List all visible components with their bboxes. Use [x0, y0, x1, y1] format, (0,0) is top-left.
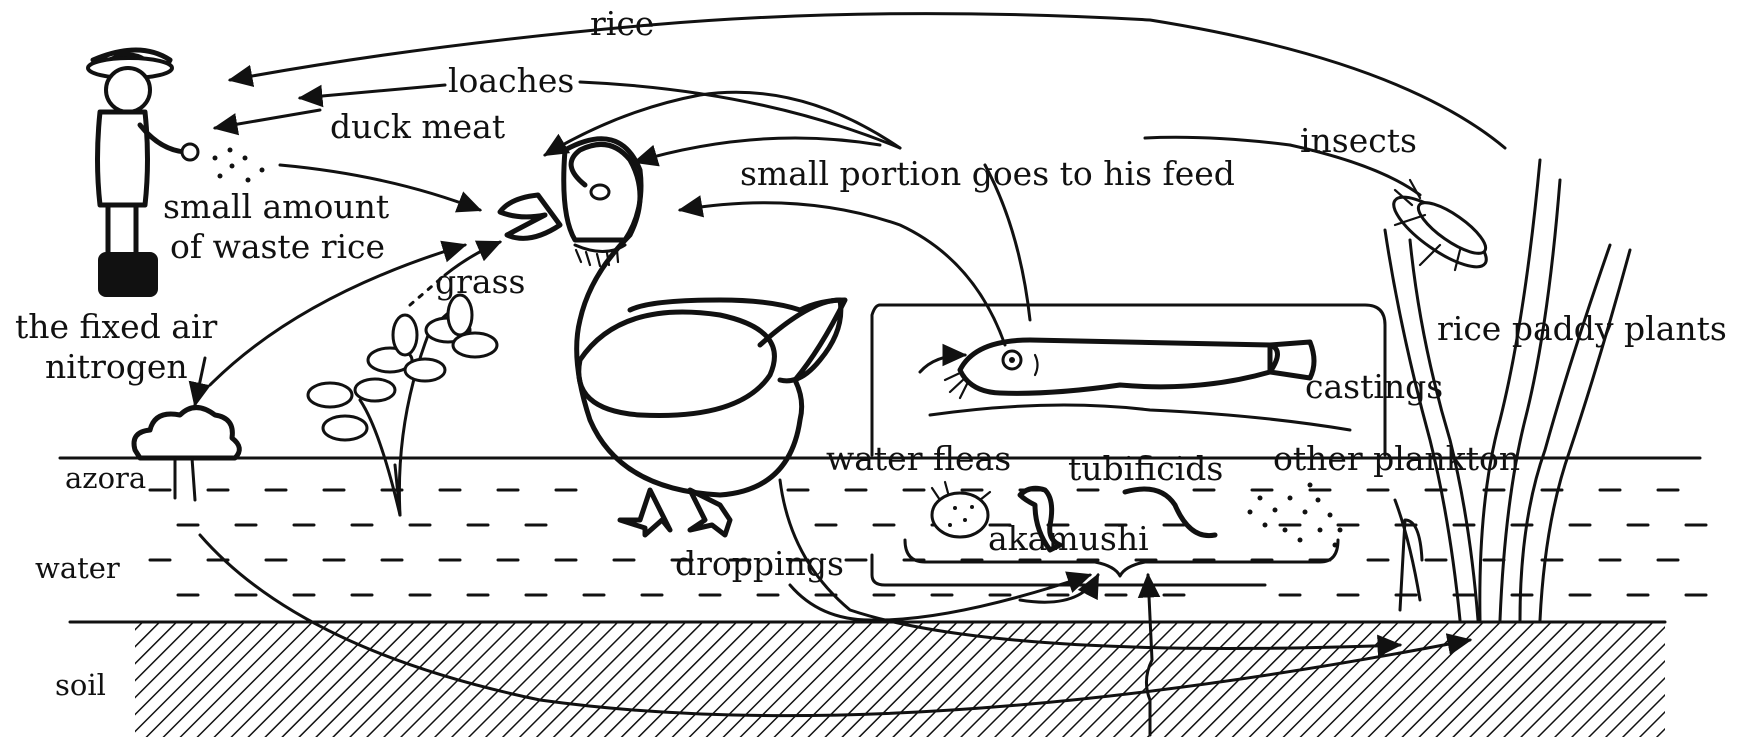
loach-icon [945, 340, 1314, 398]
duck-icon [500, 139, 845, 535]
insect-icon [1385, 180, 1496, 278]
soil-layer [70, 622, 1665, 737]
duck-meat-arrow [215, 110, 320, 128]
plankton-icon [1248, 483, 1343, 548]
label-water-fleas: water fleas [826, 439, 1011, 478]
label-soil: soil [55, 668, 106, 702]
label-loaches: loaches [448, 61, 574, 100]
label-waste-rice: of waste rice [170, 227, 385, 266]
panel-to-duck-arrow [680, 203, 1005, 345]
label-tubificids: tubificids [1068, 449, 1223, 488]
grass-icon [308, 295, 497, 515]
water-dashes [150, 490, 1706, 595]
label-water: water [35, 551, 120, 585]
label-nitrogen: nitrogen [45, 347, 188, 386]
label-insects: insects [1300, 121, 1417, 160]
label-droppings: droppings [675, 544, 844, 583]
label-fixed-air: the fixed air [15, 307, 218, 346]
label-castings: castings [1305, 367, 1443, 406]
label-rice: rice [590, 4, 654, 43]
label-akamushi: akamushi [988, 519, 1149, 558]
fixed-nitrogen-arrow [195, 358, 205, 405]
label-duck-meat: duck meat [330, 107, 505, 146]
label-rice-paddy-plants: rice paddy plants [1437, 309, 1727, 348]
azolla-icon [134, 408, 239, 501]
waste-rice-dots [213, 148, 265, 183]
label-small-portion: small portion goes to his feed [740, 154, 1235, 193]
label-small-amount: small amount [163, 187, 389, 226]
label-azora: azora [65, 461, 146, 495]
label-grass: grass [435, 262, 525, 301]
loaches-arrow [300, 85, 445, 98]
label-other-plankton: other plankton [1273, 439, 1520, 478]
